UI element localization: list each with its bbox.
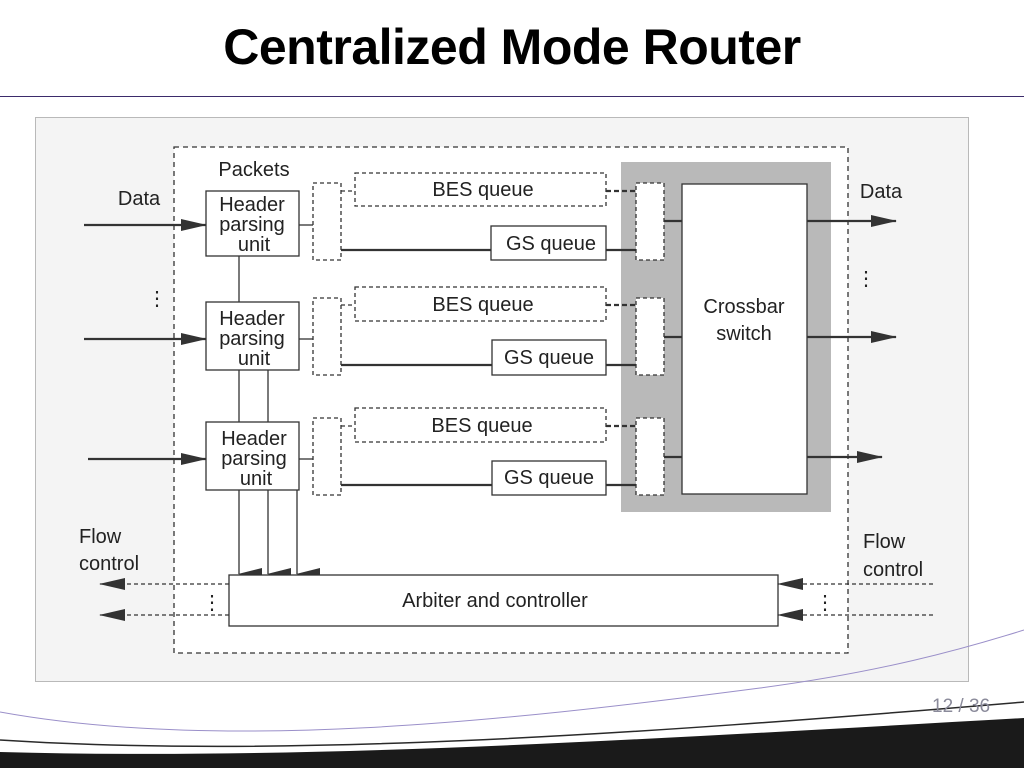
figure-frame: Crossbar switch Packets Data Data Header… bbox=[35, 117, 969, 682]
footer-swoosh-light bbox=[0, 629, 1024, 732]
bes-queue-1-label: BES queue bbox=[432, 179, 533, 201]
arbiter-label: Arbiter and controller bbox=[402, 590, 588, 612]
page-separator: / bbox=[958, 696, 964, 717]
packets-label: Packets bbox=[218, 159, 289, 181]
header-unit-3-line1: Header bbox=[221, 428, 287, 450]
bes-queue-2-label: BES queue bbox=[432, 294, 533, 316]
header-unit-3-line2: parsing bbox=[221, 448, 287, 470]
header-unit-2-line3: unit bbox=[238, 348, 271, 370]
gs-queue-2 bbox=[491, 339, 607, 376]
arbiter-controller bbox=[228, 574, 779, 627]
page-total: 36 bbox=[968, 696, 991, 717]
title-divider bbox=[0, 96, 1024, 97]
flow-control-right-line2: control bbox=[863, 559, 923, 581]
header-unit-1-line3: unit bbox=[238, 234, 271, 256]
header-parsing-unit-2 bbox=[205, 301, 300, 371]
header-unit-3-line3: unit bbox=[240, 468, 273, 490]
mux-3 bbox=[635, 417, 665, 496]
header-unit-2-line2: parsing bbox=[219, 328, 285, 350]
gs-queue-3-label: GS queue bbox=[504, 467, 594, 489]
ellipsis-left: ⋮ bbox=[147, 288, 167, 310]
flow-control-left-line1: Flow bbox=[79, 526, 122, 548]
bes-queue-3-label: BES queue bbox=[431, 415, 532, 437]
bes-queue-3 bbox=[354, 407, 607, 443]
mux-1 bbox=[635, 182, 665, 261]
flow-control-left-line2: control bbox=[79, 553, 139, 575]
ellipsis-flow-left: ⋮ bbox=[202, 592, 222, 614]
data-out-label: Data bbox=[860, 181, 903, 203]
footer-swoosh-line bbox=[0, 701, 1024, 748]
demux-2 bbox=[312, 297, 342, 376]
demux-3 bbox=[312, 417, 342, 496]
flow-control-right-line1: Flow bbox=[863, 531, 906, 553]
ellipsis-right: ⋮ bbox=[856, 268, 876, 290]
header-unit-2-line1: Header bbox=[219, 308, 285, 330]
crossbar-label-line2: switch bbox=[716, 323, 772, 345]
data-in-label: Data bbox=[118, 188, 161, 210]
footer-swoosh-dark bbox=[0, 718, 1024, 768]
page-number: 12 / 36 bbox=[932, 696, 990, 718]
crossbar-switch bbox=[681, 183, 808, 495]
router-diagram: Crossbar switch Packets Data Data Header… bbox=[79, 146, 933, 654]
header-parsing-unit-1 bbox=[205, 190, 300, 257]
header-unit-1-line1: Header bbox=[219, 194, 285, 216]
header-unit-1-line2: parsing bbox=[219, 214, 285, 236]
gs-queue-1-label: GS queue bbox=[506, 233, 596, 255]
demux-1 bbox=[312, 182, 342, 261]
gs-queue-1 bbox=[490, 225, 607, 261]
bes-queue-1 bbox=[354, 172, 607, 207]
ellipsis-flow-right: ⋮ bbox=[815, 592, 835, 614]
crossbar-label-line1: Crossbar bbox=[703, 296, 784, 318]
header-parsing-unit-3 bbox=[205, 421, 300, 491]
page-current: 12 bbox=[932, 696, 954, 717]
slide-title: Centralized Mode Router bbox=[223, 19, 801, 75]
gs-queue-3 bbox=[491, 460, 607, 496]
gs-queue-2-label: GS queue bbox=[504, 347, 594, 369]
